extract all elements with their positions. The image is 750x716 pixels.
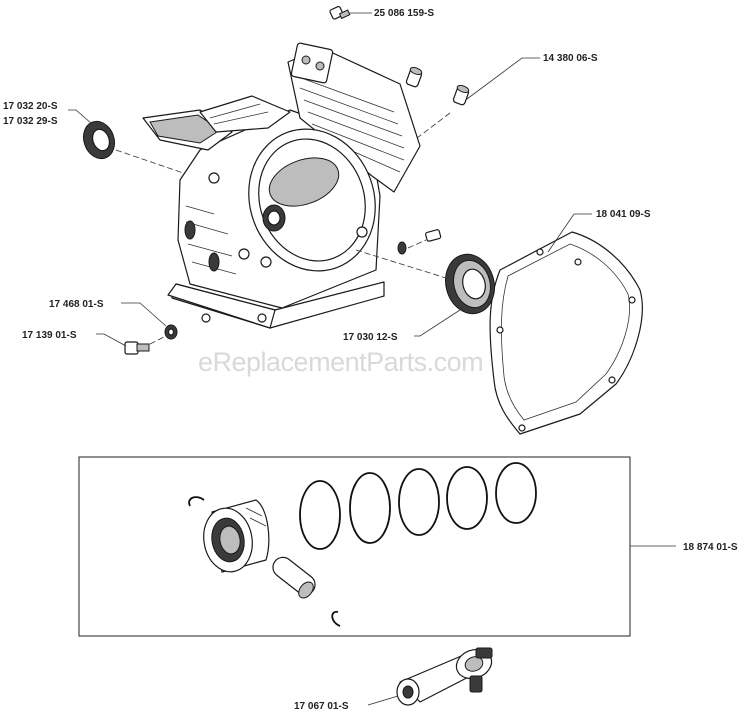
bolt-part[interactable] [124,341,150,355]
connecting-rod-part[interactable] [396,645,496,706]
circlip-top-part[interactable] [188,496,205,507]
piston-kit-box [78,456,631,637]
label-bearing[interactable]: 17 030 12-S [343,332,398,343]
label-pin[interactable]: 14 380 06-S [543,53,598,64]
screw-top-part[interactable] [329,5,351,20]
gasket-leader [547,213,592,253]
label-gasket[interactable]: 18 041 09-S [596,209,651,220]
label-screw-top[interactable]: 25 086 159-S [374,8,434,19]
screw-side-part[interactable] [397,229,442,255]
conrod-leader [367,695,399,706]
pin-parts[interactable] [405,66,470,106]
label-piston-kit[interactable]: 18 874 01-S [683,542,738,553]
bearing-leader [414,309,461,337]
watermark-text: eReplacementParts.com [198,347,483,377]
label-seal-b[interactable]: 17 032 29-S [3,116,58,127]
label-bolt[interactable]: 17 139 01-S [22,330,77,341]
label-seal-a[interactable]: 17 032 20-S [3,101,58,112]
crankcase-block-part[interactable] [142,42,421,329]
gasket-part[interactable] [489,231,643,435]
pin-leader [466,57,540,100]
washer-leader [121,302,167,327]
circlip-bottom-part[interactable] [331,610,341,627]
piston-pin-part[interactable] [269,553,319,600]
washer-part[interactable] [164,324,178,340]
label-conrod[interactable]: 17 067 01-S [294,701,349,712]
oil-seal-part[interactable] [78,117,119,163]
bearing-part[interactable] [439,249,501,319]
seal-leader [68,109,93,125]
piston-ring-set[interactable] [299,462,537,550]
label-washer[interactable]: 17 468 01-S [49,299,104,310]
bolt-leader [96,333,127,347]
piston-part[interactable] [199,499,270,576]
